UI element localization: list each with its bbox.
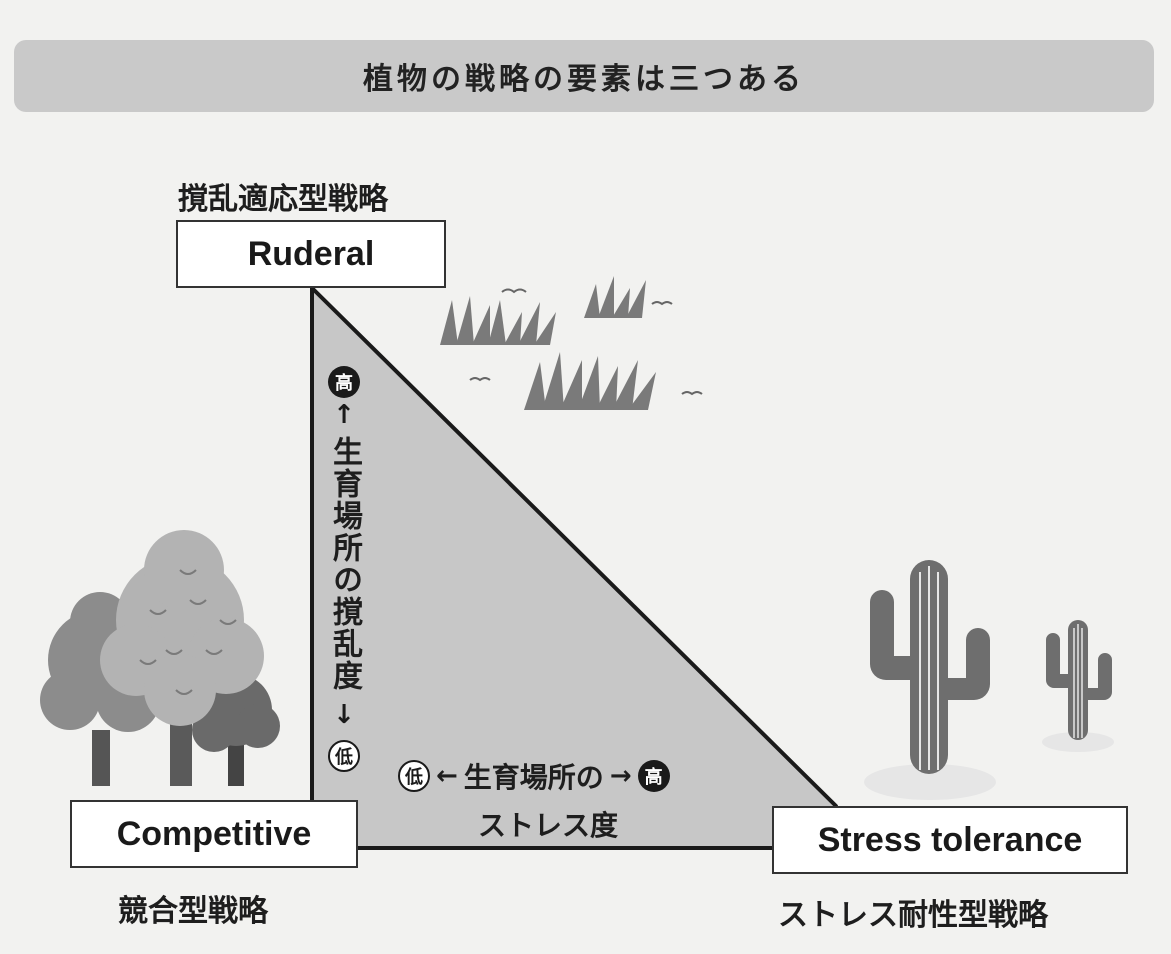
grass-clump-icon — [524, 352, 656, 410]
disturbance-high-badge: 高 — [328, 366, 360, 398]
disturbance-axis-label: 生育場所の撹乱度 — [327, 436, 362, 692]
left-arrow-icon: ← — [436, 761, 458, 791]
disturbance-low-badge: 低 — [328, 740, 360, 772]
stress-en-label: Stress tolerance — [817, 820, 1083, 859]
stress-jp-label: ストレス耐性型戦略 — [778, 898, 1048, 933]
stress-axis-row: 低 ← 生育場所の → 高 — [398, 758, 670, 794]
down-arrow-icon: ↓ — [333, 700, 355, 730]
stress-high-badge: 高 — [637, 760, 670, 792]
title-bar: 植物の戦略の要素は三つある — [14, 40, 1154, 112]
competitive-jp-label: 競合型戦略 — [118, 894, 268, 929]
ruderal-box: Ruderal — [176, 220, 446, 288]
stress-axis-label-line2: ストレス度 — [478, 809, 619, 842]
cactus-icon — [864, 560, 996, 800]
stress-box: Stress tolerance — [772, 806, 1128, 874]
ruderal-en-label: Ruderal — [247, 234, 375, 273]
up-arrow-icon: ↑ — [333, 400, 355, 430]
grass-clump-icon — [440, 296, 556, 345]
cactus-icon — [1042, 620, 1114, 752]
ruderal-jp-label: 撹乱適応型戦略 — [178, 182, 388, 217]
right-arrow-icon: → — [609, 761, 632, 791]
page-title: 植物の戦略の要素は三つある — [363, 62, 805, 97]
stress-low-badge: 低 — [398, 760, 430, 792]
tree-icon — [100, 530, 264, 786]
competitive-box: Competitive — [70, 800, 358, 868]
bird-icon — [469, 288, 703, 396]
stress-axis-label-line1: 生育場所の — [463, 761, 604, 794]
competitive-en-label: Competitive — [116, 814, 312, 853]
grass-clump-icon — [584, 276, 646, 318]
